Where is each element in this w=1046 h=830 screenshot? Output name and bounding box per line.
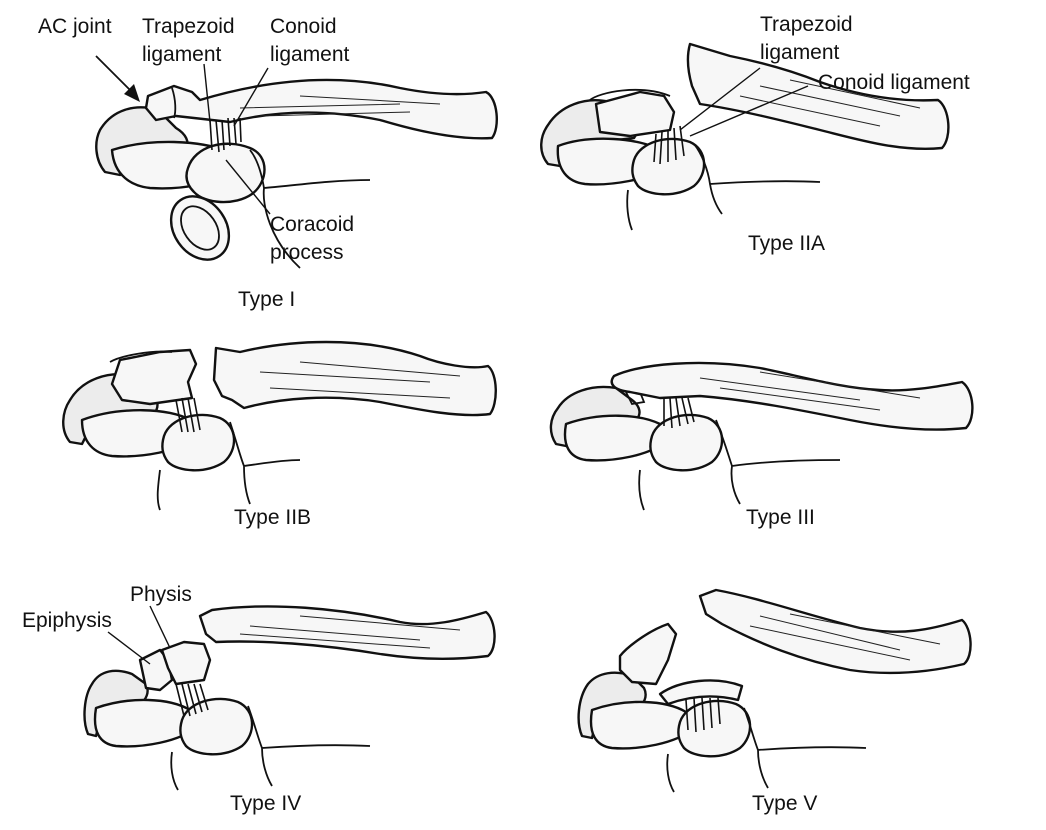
label-physis: Physis	[130, 583, 192, 606]
label-trapezoid-ligament-iia-line2: ligament	[760, 41, 840, 64]
clavicle-fragment-6	[618, 622, 678, 686]
caption-type-v: Type V	[752, 792, 818, 815]
acromion-tip-2	[594, 90, 676, 138]
coracoid-6	[677, 699, 752, 758]
caption-type-i: Type I	[238, 288, 296, 311]
clavicle-1	[144, 78, 498, 140]
clavicle-6	[698, 588, 972, 675]
clavicle-2	[686, 42, 950, 150]
label-coracoid-process-line2: process	[270, 241, 344, 264]
panel-type-iv	[83, 605, 496, 791]
label-coracoid-process-line1: Coracoid	[270, 213, 355, 236]
coracoid-1	[185, 142, 266, 204]
clavicle-4	[610, 361, 974, 431]
panel-type-iia	[540, 42, 950, 231]
scapula-spine-4	[563, 414, 670, 462]
epiphysis-5	[138, 648, 174, 692]
clavicle-fragment-lateral-3	[110, 348, 198, 406]
label-conoid-ligament-line1: Conoid	[270, 15, 337, 38]
label-trapezoid-ligament-line1: Trapezoid	[142, 15, 235, 38]
clavicle-medial-3	[212, 340, 497, 417]
glenoid-1	[169, 195, 231, 261]
label-conoid-ligament-iia: Conoid ligament	[818, 71, 970, 94]
scapula-spine-5	[93, 698, 200, 748]
caption-type-iia: Type IIA	[748, 232, 826, 255]
coracoid-2	[631, 137, 706, 196]
label-trapezoid-ligament-line2: ligament	[142, 43, 222, 66]
ligament-stump-6	[658, 679, 744, 706]
label-ac-joint: AC joint	[38, 15, 112, 38]
scapula-spine-6	[589, 700, 696, 750]
panel-type-iii	[549, 361, 974, 511]
physis-5	[160, 640, 212, 686]
clavicle-5	[198, 605, 496, 660]
panel-type-i	[95, 55, 498, 269]
coracoid-5	[179, 697, 254, 756]
label-conoid-ligament-line2: ligament	[270, 43, 350, 66]
caption-type-iib: Type IIB	[234, 506, 312, 529]
caption-type-iii: Type III	[746, 506, 815, 529]
panel-type-iib	[62, 340, 497, 511]
caption-type-iv: Type IV	[230, 792, 302, 815]
coracoid-4	[649, 413, 724, 472]
coracoid-3	[161, 413, 236, 472]
panel-type-v	[577, 588, 972, 793]
label-trapezoid-ligament-iia-line1: Trapezoid	[760, 13, 853, 36]
label-epiphysis: Epiphysis	[22, 609, 112, 632]
